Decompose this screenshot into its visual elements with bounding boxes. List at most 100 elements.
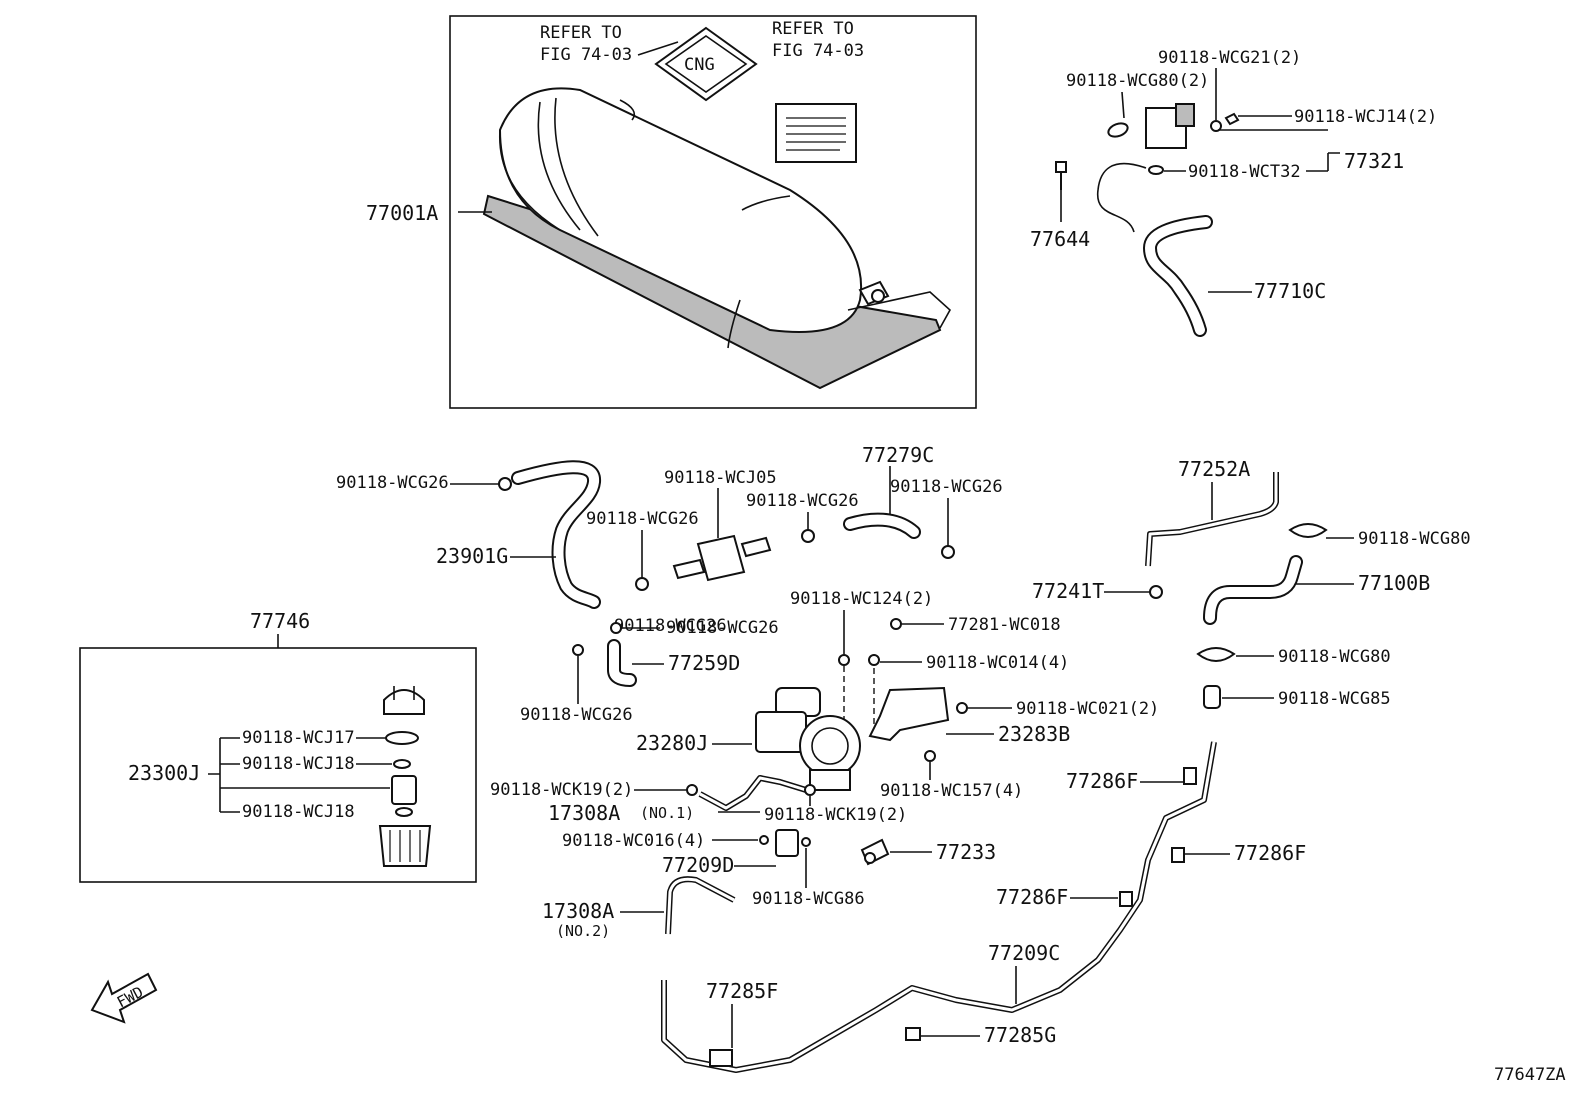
clamp-e-icon <box>610 622 622 634</box>
middle-center-group: 77279C 90118-WCG26 90118-WCG26 90118-WC1… <box>490 443 1159 940</box>
label-no2: (NO.2) <box>556 922 610 940</box>
clamp-b-icon <box>635 577 649 591</box>
clamp-d-icon <box>941 545 955 559</box>
label-90118-wc124: 90118-WC124(2) <box>790 589 933 609</box>
refer-left-leader <box>637 41 679 56</box>
label-90118-wcg80-a: 90118-WCG80 <box>1358 529 1471 549</box>
filter-item-2: 90118-WCJ18 <box>242 754 355 774</box>
label-77286f-a: 77286F <box>1066 769 1138 793</box>
refer-left-line2: FIG 74-03 <box>540 45 632 65</box>
label-90118-wc014: 90118-WC014(4) <box>926 653 1069 673</box>
clip-77241t-icon <box>1149 585 1163 599</box>
leader-wcg80-2 <box>1121 91 1125 119</box>
hose-77100b-icon <box>1203 555 1303 625</box>
filter-kit-group: 77746 23300J 90118-WCJ17 90118-WCJ18 901… <box>79 609 477 883</box>
clamp-wcg80-b-icon <box>1196 647 1236 662</box>
label-90118-wcg85: 90118-WCG85 <box>1278 689 1391 709</box>
small-washer-icon <box>1148 165 1164 175</box>
filter-kit-frame <box>79 647 477 883</box>
label-23280j: 23280J <box>636 731 708 755</box>
label-90118-wcg86: 90118-WCG86 <box>752 889 865 909</box>
sensor-valve-icon <box>1145 103 1195 149</box>
bracket-77321 <box>1218 129 1340 172</box>
label-17308a-1: 17308A <box>548 801 620 825</box>
label-90118-wcg80-b: 90118-WCG80 <box>1278 647 1391 667</box>
label-77100b: 77100B <box>1358 571 1430 595</box>
tank-part-number: 77001A <box>366 201 438 225</box>
label-77241t: 77241T <box>1032 579 1104 603</box>
clip-77286f-c-icon <box>1119 891 1133 907</box>
bolt-wc014-icon <box>868 654 880 666</box>
regulator-23280j-icon <box>755 687 861 791</box>
clamp-wck19-b-icon <box>804 784 816 796</box>
label-23901g: 23901G <box>436 544 508 568</box>
clamp-wcg80-a-icon <box>1288 523 1328 538</box>
label-77281-wc018: 77281-WC018 <box>948 615 1061 635</box>
label-77644: 77644 <box>1030 227 1090 251</box>
hose-17308a-no1-icon <box>698 775 807 811</box>
label-no1: (NO.1) <box>640 804 694 822</box>
label-90118-wcj05: 90118-WCJ05 <box>664 468 777 488</box>
o-ring-wcj18-icon <box>393 759 411 769</box>
label-77285g: 77285G <box>984 1023 1056 1047</box>
filter-bracket <box>208 737 390 813</box>
tank-frame-box <box>449 15 977 409</box>
clip-77285g-icon <box>905 1027 921 1041</box>
label-90118-wc157: 90118-WC157(4) <box>880 781 1023 801</box>
clip-77286f-a-icon <box>1183 767 1197 785</box>
bolt-icon <box>1224 112 1240 126</box>
filter-item-leaders <box>356 737 392 765</box>
bolt-77644-icon <box>1055 161 1067 190</box>
clip-77285f-icon <box>709 1049 733 1067</box>
sensor-77209d-icon <box>775 829 799 857</box>
o-ring-wcj18-b-icon <box>395 807 413 817</box>
label-77286f-c: 77286F <box>996 885 1068 909</box>
hose-77279c-icon <box>843 512 921 539</box>
filter-item-3: 90118-WCJ18 <box>242 802 355 822</box>
filter-cap-icon <box>383 686 425 715</box>
label-90118-wck19-b: 90118-WCK19(2) <box>764 805 907 825</box>
diagram-id: 77647ZA <box>1494 1065 1566 1085</box>
cng-label: CNG <box>684 55 715 75</box>
bolt-wc124-icon <box>838 654 850 666</box>
label-23283b: 23283B <box>998 722 1070 746</box>
clamp-f-icon <box>572 644 584 656</box>
label-77279c: 77279C <box>862 443 934 467</box>
refer-left-line1: REFER TO <box>540 23 622 43</box>
cng-diamond-icon: CNG <box>654 26 758 102</box>
filter-bowl-icon <box>378 825 432 867</box>
label-90118-wct32: 90118-WCT32 <box>1188 162 1301 182</box>
o-ring-icon <box>1107 122 1129 138</box>
hose-17308a-no2-icon <box>665 876 736 935</box>
filter-element-icon <box>391 775 417 805</box>
refer-right-line2: FIG 74-03 <box>772 41 864 61</box>
refer-right-line1: REFER TO <box>772 19 854 39</box>
bolt-wc021-icon <box>956 702 968 714</box>
label-90118-wcg26-b: 90118-WCG26 <box>586 509 699 529</box>
top-right-group: 90118-WCG21(2) 90118-WCG80(2) 90118-WCJ1… <box>1030 48 1437 337</box>
washer-icon <box>1210 120 1222 132</box>
caution-sticker-icon <box>775 103 857 163</box>
label-77252a: 77252A <box>1178 457 1250 481</box>
label-77710c: 77710C <box>1254 279 1326 303</box>
hose-23901g-icon <box>511 460 601 609</box>
label-77285f: 77285F <box>706 979 778 1003</box>
tank-assembly-group: REFER TO FIG 74-03 CNG REFER TO FIG 74-0… <box>366 15 977 409</box>
filter-kit-title: 77746 <box>250 609 310 633</box>
clamp-wck19-a-icon <box>686 784 698 796</box>
hose-77259d-icon <box>607 639 637 687</box>
middle-left-group: 90118-WCG26 23901G 90118-WCG26 90118-WCJ… <box>336 460 779 725</box>
label-90118-wcg26-d: 90118-WCG26 <box>890 477 1003 497</box>
filter-assembly-number: 23300J <box>128 761 200 785</box>
bolt-wc016-icon <box>759 835 769 845</box>
label-77286f-b: 77286F <box>1234 841 1306 865</box>
clip-77286f-b-icon <box>1171 847 1185 863</box>
bracket-23283b-icon <box>868 686 950 762</box>
label-90118-wck19-a: 90118-WCK19(2) <box>490 780 633 800</box>
inline-filter-icon <box>672 534 772 582</box>
label-77209d: 77209D <box>662 853 734 877</box>
cng-tank-icon <box>482 87 952 390</box>
filter-item-1: 90118-WCJ17 <box>242 728 355 748</box>
